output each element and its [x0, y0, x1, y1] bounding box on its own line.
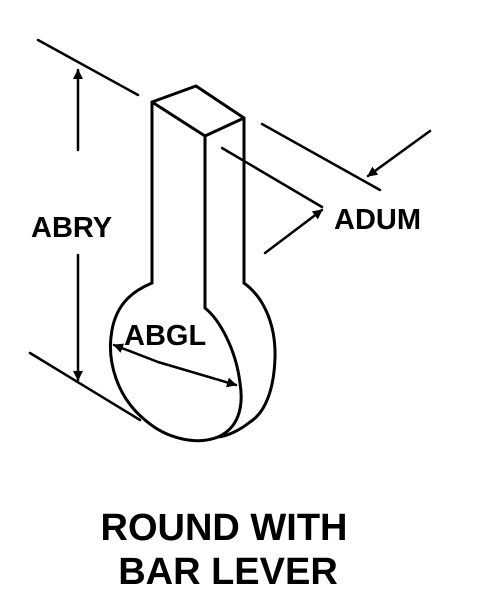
adum-label: ADUM: [334, 204, 421, 236]
abgl-label: ABGL: [124, 320, 206, 352]
dimension-lines: [28, 38, 432, 422]
adum-arrow-lower: [263, 208, 324, 255]
abry-label: ABRY: [31, 212, 112, 244]
caption-line-2: BAR LEVER: [118, 551, 338, 593]
caption-line-1: ROUND WITH: [101, 507, 348, 549]
adum-arrow-upper: [366, 129, 432, 178]
part-outline: [108, 84, 277, 443]
round-body-front: [108, 281, 243, 443]
adum-extension-lower: [220, 146, 324, 209]
bar-top-face: [150, 84, 246, 138]
abry-extension-top: [36, 38, 140, 97]
abgl-dimension-line: [112, 343, 160, 364]
adum-extension-upper: [260, 122, 382, 192]
round-body-side: [216, 281, 277, 439]
abgl-dimension-line-right: [156, 360, 238, 388]
abry-extension-bottom: [28, 351, 142, 422]
